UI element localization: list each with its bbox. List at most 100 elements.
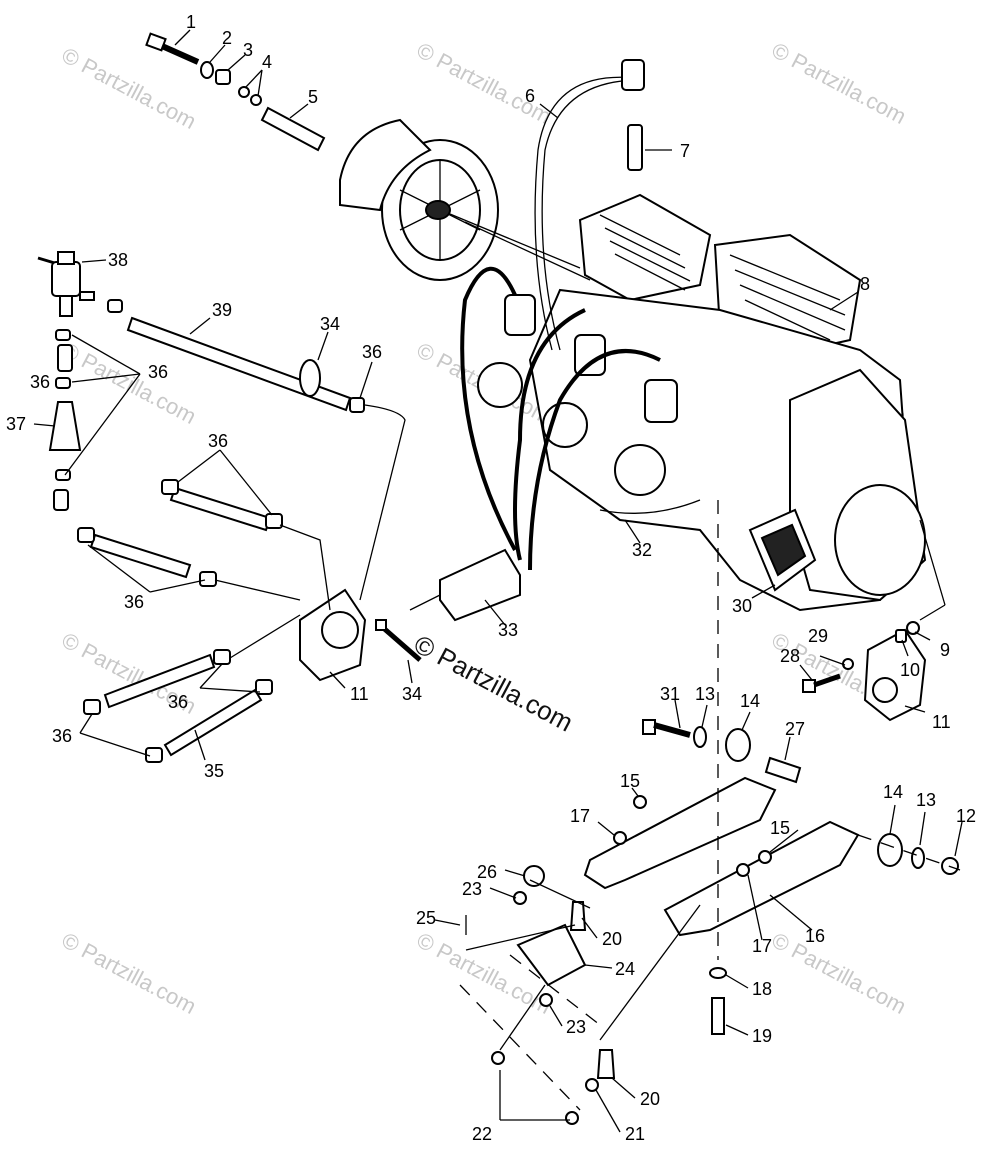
cooling-fins-left	[599, 214, 691, 291]
washer-13	[693, 726, 707, 748]
callout-label: 10	[900, 660, 920, 680]
watermark: © Partzilla.com	[413, 37, 556, 129]
fuel-filter-37	[48, 401, 82, 451]
engine-assembly	[477, 59, 927, 612]
clutch-axis	[449, 213, 581, 269]
callout-label: 32	[632, 540, 652, 560]
washer-part	[200, 61, 214, 79]
wire-to-clutch	[464, 221, 591, 281]
shaft-part	[260, 106, 326, 152]
callout-label: 16	[805, 926, 825, 946]
callout-label: 34	[402, 684, 422, 704]
spark-plug-wire-6	[541, 79, 641, 351]
hose-clamp	[55, 329, 71, 341]
callout-label: 35	[204, 761, 224, 781]
washer-10	[895, 629, 907, 643]
hose-clamp-34	[299, 359, 321, 397]
plug-boot	[621, 59, 645, 91]
callout-label: 14	[883, 782, 903, 802]
callout-label: 18	[752, 979, 772, 999]
callout-labels: 1 2 3 4 5 6 7 8 9 10 11 11 12 13 13 14 1…	[6, 12, 976, 1144]
callout-label: 8	[860, 274, 870, 294]
callout-label: 2	[222, 28, 232, 48]
cdi-box-33	[439, 548, 521, 622]
carburetor-intake	[477, 362, 523, 408]
callout-label: 13	[916, 790, 936, 810]
spark-plug-7	[627, 124, 643, 171]
callout-label: 28	[780, 646, 800, 666]
nut-9	[906, 621, 920, 635]
bolt-34-lower	[375, 619, 422, 662]
callout-label: 12	[956, 806, 976, 826]
callout-label: 6	[525, 86, 535, 106]
spacer-27	[764, 756, 802, 784]
right-mount-parts	[802, 519, 946, 722]
callout-label: 20	[602, 929, 622, 949]
callout-label: 36	[52, 726, 72, 746]
callout-label: 7	[680, 141, 690, 161]
callout-label: 31	[660, 684, 680, 704]
washer-17	[736, 863, 750, 877]
callout-label: 29	[808, 626, 828, 646]
callout-label: 23	[566, 1017, 586, 1037]
callout-label: 26	[477, 862, 497, 882]
clutch-body	[339, 118, 432, 212]
callout-label: 11	[350, 684, 369, 704]
routing-lines	[214, 404, 406, 659]
callout-label: 19	[752, 1026, 772, 1046]
callout-label: 11	[932, 712, 951, 732]
washer-13	[911, 847, 925, 869]
callout-label: 9	[940, 640, 950, 660]
center-watermark: © Partzilla.com	[409, 629, 578, 738]
cooling-fins-right	[729, 254, 846, 341]
callout-label: 36	[30, 372, 50, 392]
callout-label: 13	[695, 684, 715, 704]
spacer-part	[215, 69, 231, 85]
fuel-line-section	[57, 344, 73, 372]
mount-23-24	[465, 865, 587, 1007]
fuel-line-32	[599, 499, 701, 514]
callout-label: 14	[740, 691, 760, 711]
callout-label: 30	[732, 596, 752, 616]
engine-mount-brackets	[459, 500, 961, 1125]
carburetor-intake	[614, 444, 666, 496]
pulse-hose	[513, 308, 586, 561]
carburetor-top	[504, 294, 536, 336]
cdi-and-fuel-system	[37, 251, 521, 763]
bracket-lower-16	[663, 820, 860, 937]
nut-15	[633, 795, 647, 809]
callout-label: 4	[262, 52, 272, 72]
bolt-part	[145, 32, 200, 65]
pulse-hose	[528, 349, 661, 571]
clutch-hub	[425, 200, 451, 220]
hose-routing	[460, 221, 701, 571]
callout-label: 37	[6, 414, 26, 434]
fuel-pump-38	[37, 251, 95, 317]
callout-label: 15	[620, 771, 640, 791]
callout-label: 24	[615, 959, 635, 979]
callout-leaders	[33, 29, 963, 1133]
callout-label: 36	[168, 692, 188, 712]
callout-label: 23	[462, 879, 482, 899]
pulse-hose	[460, 266, 517, 551]
hose-clamp	[107, 299, 123, 313]
fuel-hose-39	[126, 316, 352, 412]
watermark: © Partzilla.com	[768, 37, 911, 129]
hose-clamp-36	[349, 397, 365, 413]
leader-lines-lower	[465, 879, 591, 1121]
spark-plug-wire-6b	[534, 76, 636, 351]
callout-label: 22	[472, 1124, 492, 1144]
callout-label: 38	[108, 250, 128, 270]
o-ring-part	[250, 94, 262, 106]
callout-label: 17	[752, 936, 772, 956]
washer-18	[709, 967, 727, 979]
callout-label: 5	[308, 87, 318, 107]
watermark: © Partzilla.com	[58, 337, 201, 429]
callout-label: 33	[498, 620, 518, 640]
washer-29	[842, 658, 854, 670]
callout-label: 3	[243, 40, 253, 60]
callout-label: 17	[570, 806, 590, 826]
callout-label: 27	[785, 719, 805, 739]
callout-label: 36	[124, 592, 144, 612]
